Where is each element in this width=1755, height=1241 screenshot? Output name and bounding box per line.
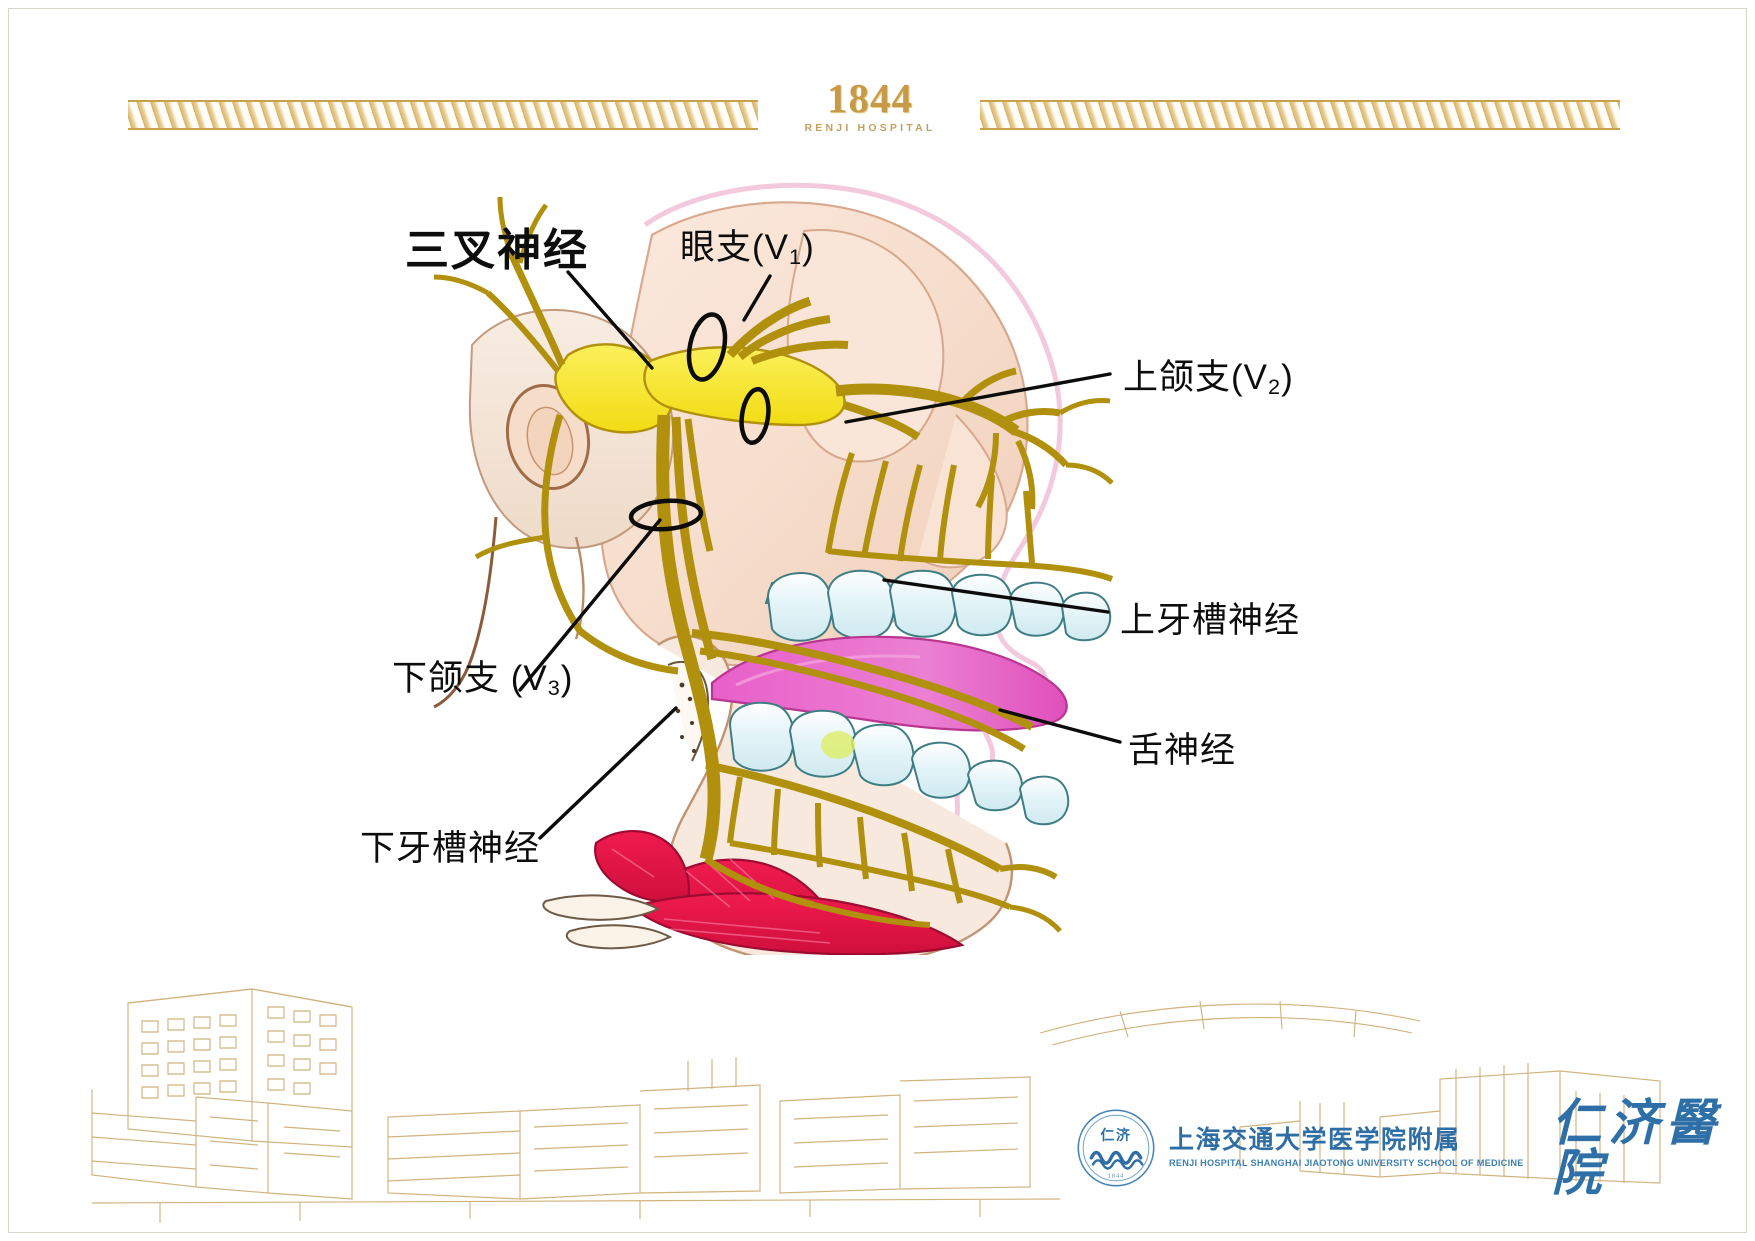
nerve-section-markers <box>628 312 771 532</box>
header-year: 1844 <box>827 75 913 121</box>
label-ophthalmic-branch: 眼支(V1) <box>680 219 815 270</box>
label-mandibular-branch: 下颌支 (V3) <box>392 650 573 701</box>
label-mandibular-text: 下颌支 (V <box>392 659 548 698</box>
label-lingual-nerve: 舌神经 <box>1128 731 1237 770</box>
header-brandmark: 1844 RENJI HOSPITAL <box>760 78 980 134</box>
hospital-calligraphy-name: 仁济醫院 <box>1551 1095 1723 1201</box>
label-superior-alveolar-nerve: 上牙槽神经 <box>1120 601 1301 640</box>
hospital-name-block: 上海交通大学医学院附属 RENJI HOSPITAL SHANGHAI JIAO… <box>1169 1127 1524 1168</box>
slide-header: 1844 RENJI HOSPITAL <box>0 78 1755 146</box>
header-ornament-left <box>128 100 758 130</box>
header-ornament-right <box>980 100 1620 130</box>
label-maxillary-subscript: 2 <box>1268 373 1282 399</box>
label-trigeminal-nerve: 三叉神经 <box>405 226 589 275</box>
label-maxillary-text: 上颌支(V <box>1123 358 1269 397</box>
marker-v3-section <box>628 498 704 532</box>
hospital-logo: 仁济 1844 上海交通大学医学院附属 RENJI HOSPITAL SHANG… <box>1075 1098 1755 1198</box>
marker-v1-section <box>686 312 728 382</box>
label-ophthalmic-close: ) <box>802 228 815 267</box>
svg-text:1844: 1844 <box>1108 1174 1125 1180</box>
header-subtitle: RENJI HOSPITAL <box>804 122 936 134</box>
label-ophthalmic-subscript: 1 <box>789 243 803 269</box>
hospital-building-watermark <box>91 988 1661 1223</box>
masticatory-muscle <box>542 830 965 955</box>
svg-text:仁济: 仁济 <box>1100 1127 1131 1144</box>
label-mandibular-subscript: 3 <box>547 674 561 700</box>
hospital-seal-icon: 仁济 1844 <box>1077 1109 1155 1187</box>
hospital-name-cn: 上海交通大学医学院附属 <box>1169 1127 1461 1155</box>
label-maxillary-branch: 上颌支(V2) <box>1123 349 1294 400</box>
upper-teeth-arch <box>764 569 1112 642</box>
label-maxillary-close: ) <box>1281 358 1294 397</box>
hospital-name-en: RENJI HOSPITAL SHANGHAI JIAOTONG UNIVERS… <box>1169 1157 1524 1168</box>
marker-v2-section <box>739 386 771 446</box>
label-ophthalmic-text: 眼支(V <box>680 228 790 267</box>
label-inferior-alveolar-nerve: 下牙槽神经 <box>360 829 541 868</box>
label-mandibular-close: ) <box>560 659 574 698</box>
lower-teeth-arch <box>728 701 1070 826</box>
